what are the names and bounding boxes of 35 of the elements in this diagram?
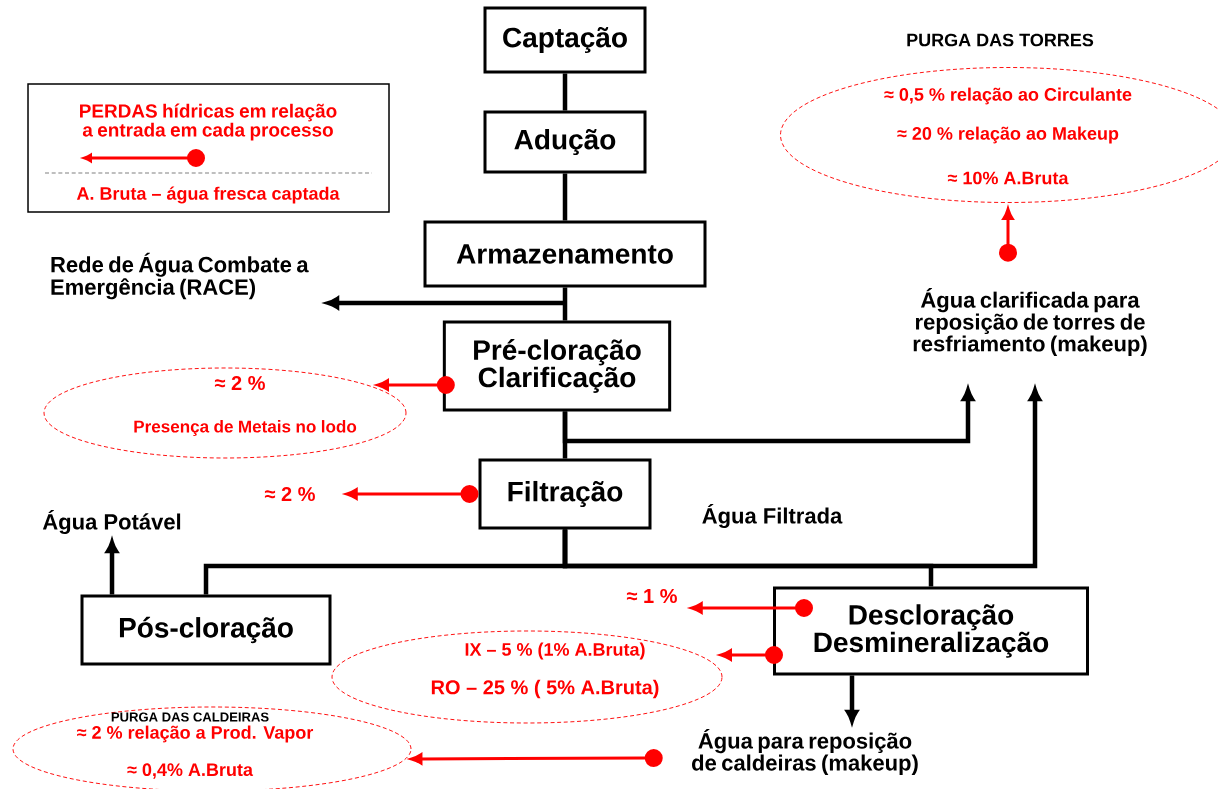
loss-text: RO – 25 % ( 5% A.Bruta) <box>431 679 659 699</box>
loss-text: IX – 5 % (1% A.Bruta) <box>465 642 645 660</box>
loss-text: ≈ 20 % relação ao Makeup <box>897 126 1119 144</box>
process-box: Armazenamento <box>423 220 707 288</box>
loss-value: ≈ 2 % <box>264 486 315 502</box>
process-box: Filtração <box>478 458 652 530</box>
note-heading: PURGA DAS TORRES <box>907 33 1094 47</box>
loss-arrow <box>345 485 479 503</box>
note-heading: PURGA DAS CALDEIRAS <box>111 712 269 722</box>
loss-text: ≈ 2 % relação a Prod. Vapor <box>77 725 314 743</box>
loss-text: ≈ 0,5 % relação ao Circulante <box>884 87 1132 105</box>
loss-arrow <box>376 376 455 394</box>
flow-label: Rede de Água Combate a Emergência (RACE) <box>51 252 309 300</box>
loss-arrow <box>690 599 813 617</box>
loss-arrow <box>719 646 783 664</box>
note-text: A. Bruta – água fresca captada <box>76 186 340 204</box>
flow-label: Água Potável <box>42 509 181 535</box>
loss-text: ≈ 10% A.Bruta <box>947 171 1069 185</box>
flow-line <box>562 73 568 111</box>
loss-arrow <box>999 207 1017 262</box>
process-box: Descloração Desmineralização <box>773 586 1089 676</box>
flow-label: Água clarificada para reposição de torres de resfriamento (makeup) <box>913 288 1147 356</box>
process-box: Pós-cloração <box>80 594 332 666</box>
process-box: Pré-cloração Clarificação <box>442 320 672 412</box>
loss-text: Presença de Metais no lodo <box>134 420 357 436</box>
process-box: Captação <box>483 6 647 74</box>
flow-line <box>562 173 568 221</box>
legend-text: PERDAS hídricas em relação a entrada em cada processo <box>80 103 337 141</box>
flow-line <box>562 287 568 321</box>
process-box: Adução <box>483 110 647 174</box>
loss-value: ≈ 1 % <box>626 588 677 603</box>
flow-label: Água para reposição de caldeiras (makeup) <box>692 729 918 775</box>
loss-text: ≈ 2 % <box>214 375 265 391</box>
flow-label: Água Filtrada <box>702 503 843 529</box>
loss-text: ≈ 0,4% A.Bruta <box>127 763 254 779</box>
